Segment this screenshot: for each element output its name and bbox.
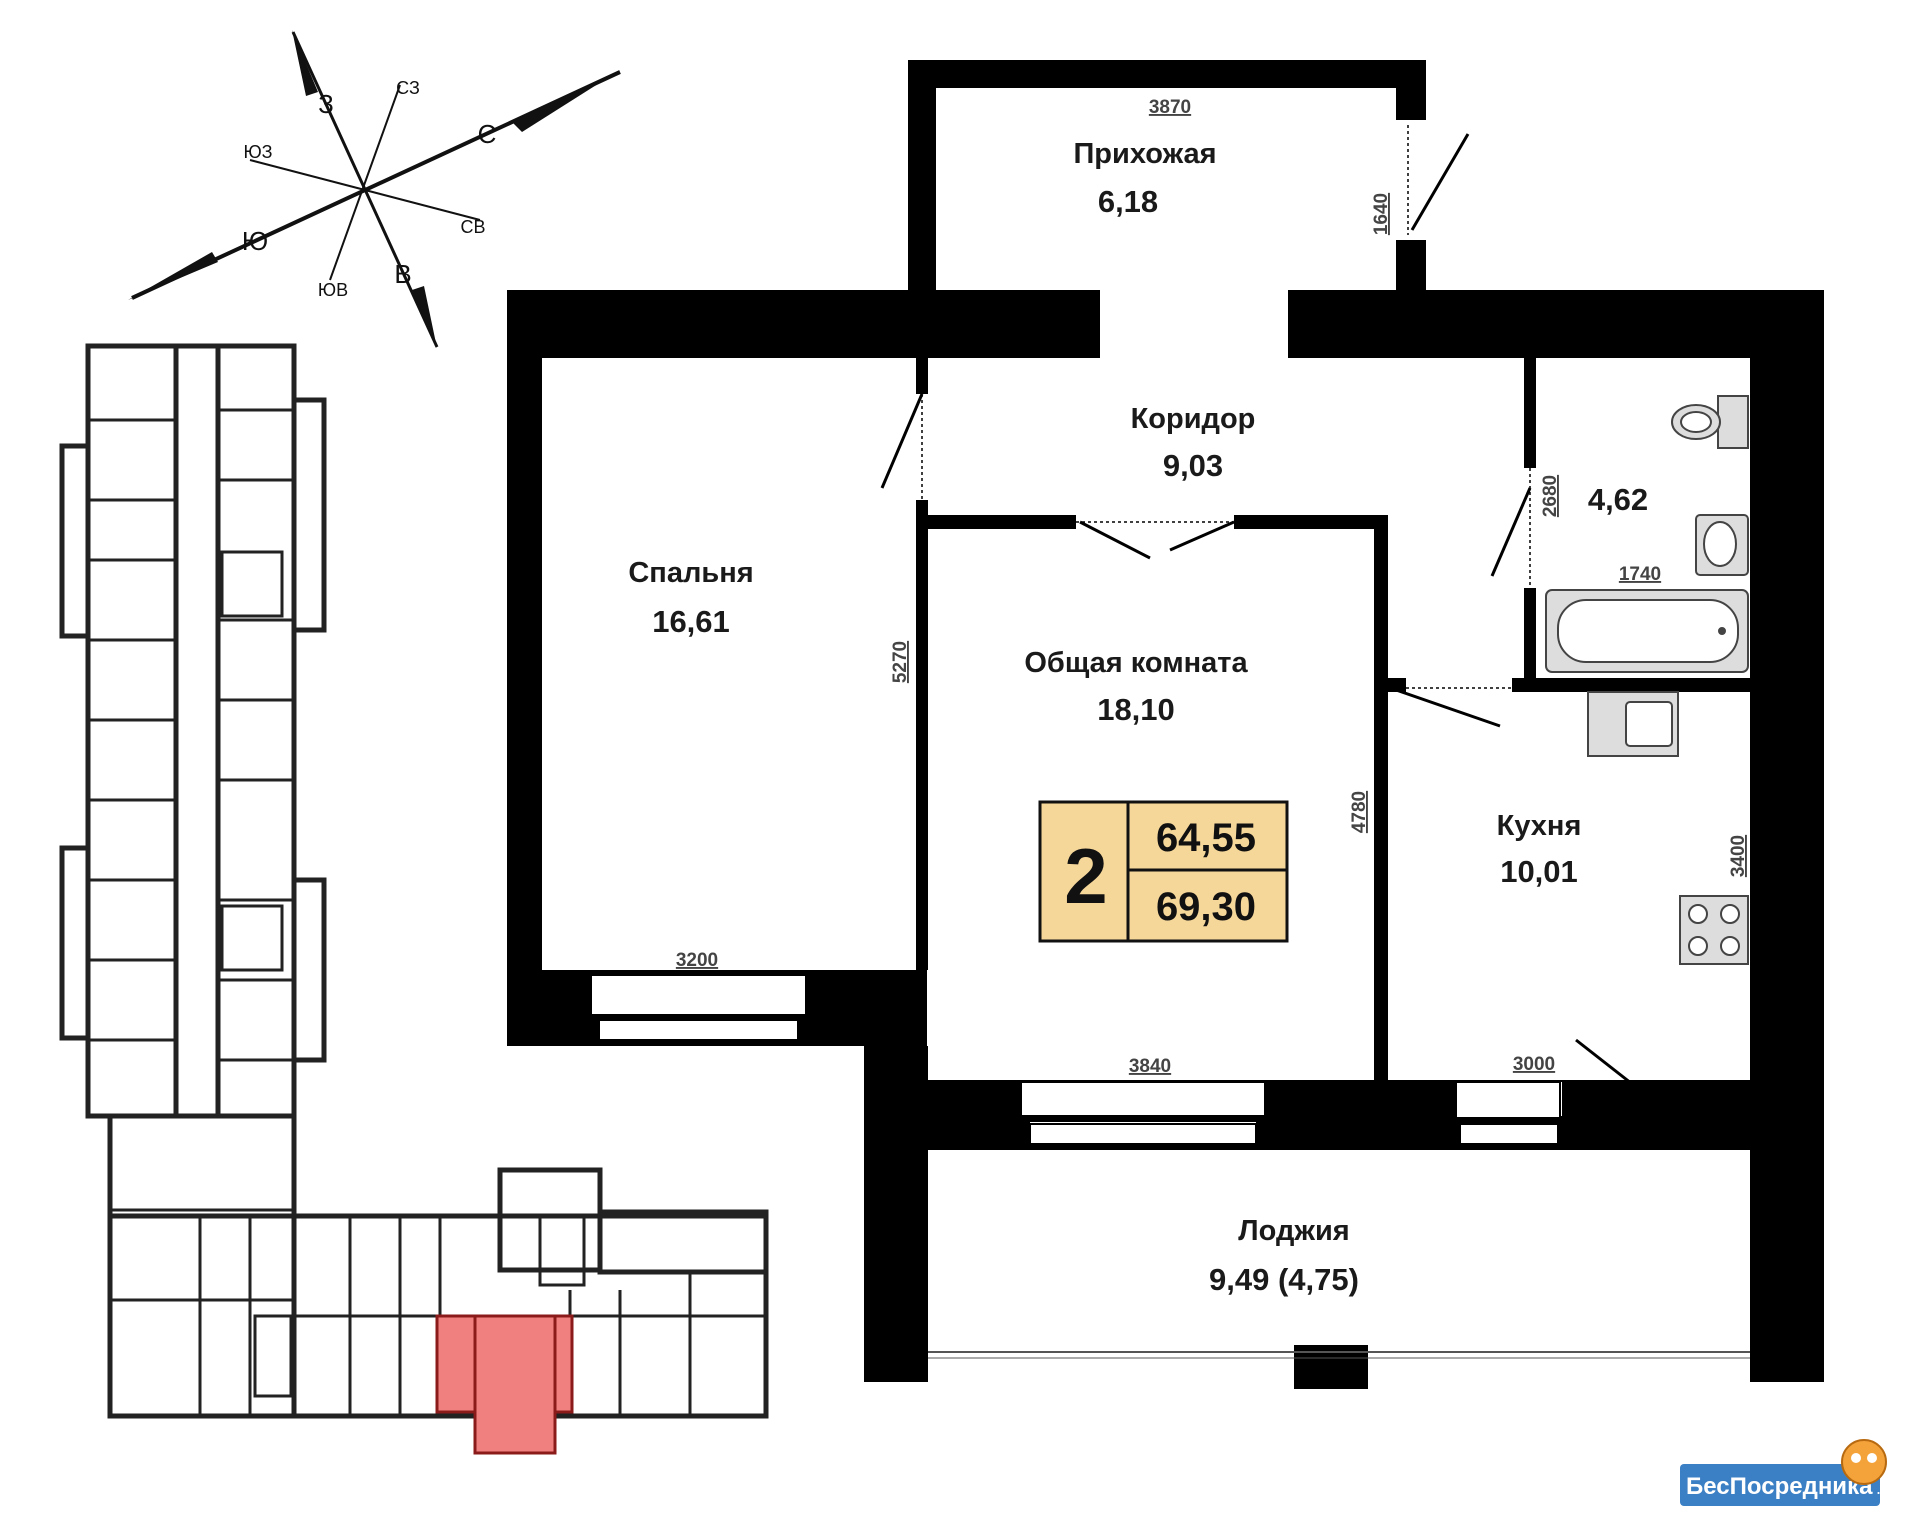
compass-east: В (394, 259, 411, 289)
living-room-area: 18,10 (1097, 692, 1175, 727)
dim-living-height: 4780 (1349, 791, 1370, 833)
kitchen-fixtures (1587, 691, 1749, 965)
south-arrow-icon (128, 252, 218, 300)
dim-bath-width: 1740 (1619, 564, 1661, 585)
dim-living-width: 3840 (1129, 1056, 1171, 1077)
bathroom-area: 4,62 (1588, 482, 1648, 517)
dim-bedroom-width: 3200 (676, 950, 718, 971)
rooms-count: 2 (1064, 832, 1107, 920)
hallway-name: Прихожая (1073, 138, 1216, 170)
loggia-name: Лоджия (1238, 1215, 1349, 1247)
hallway-area: 6,18 (1098, 184, 1158, 219)
building-key-plan (59, 343, 769, 1419)
bedroom-name: Спальня (628, 557, 753, 589)
watermark-text: БесПосредника (1686, 1473, 1873, 1500)
windows (590, 974, 1561, 1145)
total-area-value: 69,30 (1156, 885, 1256, 929)
west-arrow-icon (292, 30, 318, 96)
compass-northwest: СЗ (396, 78, 420, 98)
watermark-logo: БесПосредника .ru (1680, 1439, 1897, 1506)
watermark-suffix: .ru (1876, 1478, 1897, 1498)
watermark-background (1680, 1464, 1880, 1506)
corridor-name: Коридор (1131, 403, 1256, 435)
kitchen-name: Кухня (1497, 810, 1582, 842)
dim-kitchen-width: 3000 (1513, 1054, 1555, 1075)
bedroom-area: 16,61 (652, 604, 730, 639)
compass-west: З (318, 89, 334, 119)
compass-north: С (478, 119, 497, 149)
compass-southwest: ЮЗ (243, 142, 272, 162)
corridor-area: 9,03 (1163, 448, 1223, 483)
compass-rose: С Ю З В СЗ СВ ЮЗ ЮВ (128, 30, 621, 348)
dimension-labels: 3870 1640 5270 3200 4780 3840 2680 1740 … (676, 97, 1749, 1077)
living-room-name: Общая комната (1024, 647, 1248, 679)
toilet-tank-icon (1717, 395, 1749, 449)
bathroom-fixtures (1545, 395, 1749, 673)
stove-icon (1679, 895, 1749, 965)
living-area-value: 64,55 (1156, 816, 1256, 860)
north-arrow-icon (512, 70, 620, 132)
dim-hallway-width: 3870 (1149, 97, 1191, 118)
dim-entry-door: 1640 (1371, 193, 1392, 235)
east-arrow-icon (412, 286, 437, 348)
dim-bath-height: 2680 (1540, 475, 1561, 517)
compass-southeast: ЮВ (318, 280, 348, 300)
apartment-highlight-lower (473, 1314, 557, 1455)
dim-kitchen-height: 3400 (1728, 835, 1749, 877)
room-labels: Прихожая 6,18 Коридор 9,03 Спальня 16,61… (628, 138, 1648, 1297)
area-summary-badge: 2 64,55 69,30 (1038, 800, 1289, 943)
compass-northeast: СВ (460, 217, 485, 237)
doors (880, 133, 1669, 1114)
kitchen-area: 10,01 (1500, 854, 1578, 889)
loggia-area: 9,49 (4,75) (1209, 1262, 1359, 1297)
owl-mascot-icon (1841, 1439, 1887, 1485)
dim-bedroom-height: 5270 (890, 641, 911, 683)
compass-south: Ю (242, 226, 268, 256)
